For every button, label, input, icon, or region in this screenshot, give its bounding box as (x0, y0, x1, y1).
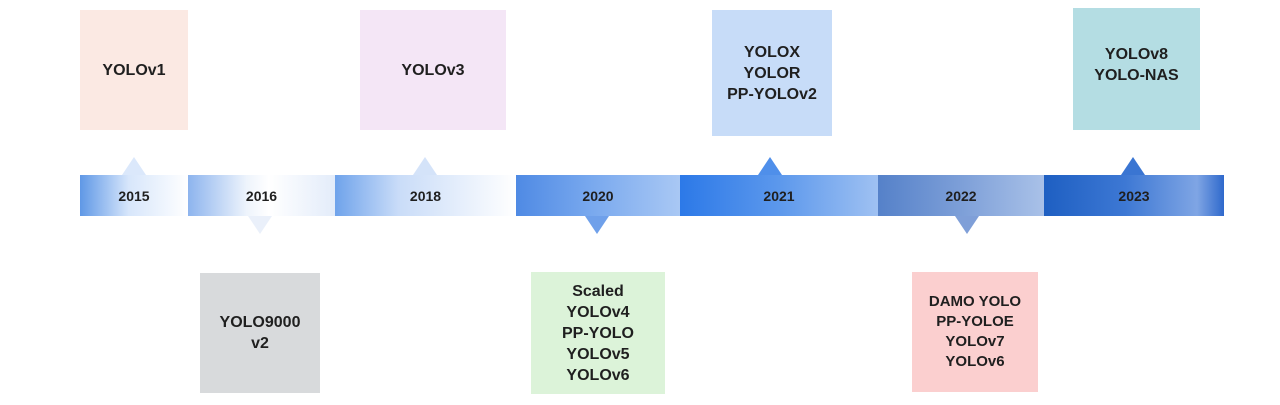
card-line: PP-YOLO (561, 324, 634, 342)
card-2022: DAMO YOLO PP-YOLOE YOLOv7 YOLOv6 (912, 272, 1038, 392)
card-2018: YOLOv3 (360, 10, 506, 130)
card-line: YOLO-NAS (1094, 67, 1179, 84)
year-label: 2020 (582, 187, 614, 204)
card-2020: Scaled YOLOv4 PP-YOLO YOLOv5 YOLOv6 (531, 272, 665, 394)
card-line: YOLOR (743, 64, 801, 82)
card-line: YOLO9000 (219, 314, 301, 331)
timeline-segment-2020: 2020 (516, 175, 680, 216)
pointer-2021 (758, 157, 782, 175)
timeline-segment-2015: 2015 (80, 175, 188, 216)
card-2016: YOLO9000 v2 (200, 273, 320, 393)
card-line: PP-YOLOv2 (727, 85, 817, 103)
card-line: v2 (251, 335, 269, 352)
year-label: 2018 (409, 187, 442, 204)
card-line: YOLOX (743, 43, 800, 61)
card-line: YOLOv5 (566, 345, 630, 363)
card-line: YOLOv8 (1104, 46, 1169, 63)
pointer-2022 (955, 216, 979, 234)
card-line: PP-YOLOE (936, 313, 1014, 330)
pointer-2023 (1121, 157, 1145, 175)
card-line: YOLOv3 (401, 61, 465, 79)
pointer-2018 (413, 157, 437, 175)
pointer-2015 (122, 157, 146, 175)
pointer-2020 (585, 216, 609, 234)
year-label: 2016 (245, 187, 278, 204)
card-line: YOLOv6 (566, 366, 630, 384)
year-label: 2023 (1118, 187, 1150, 204)
card-2021: YOLOX YOLOR PP-YOLOv2 (712, 10, 832, 136)
year-label: 2015 (118, 187, 150, 204)
card-2015: YOLOv1 (80, 10, 188, 130)
card-line: Scaled (572, 282, 624, 300)
timeline-segment-2022: 2022 (878, 175, 1044, 216)
card-line: DAMO YOLO (928, 293, 1022, 310)
year-label: 2022 (945, 187, 977, 204)
pointer-2016 (248, 216, 272, 234)
timeline-segment-2018: 2018 (335, 175, 516, 216)
card-line: YOLOv6 (945, 353, 1005, 370)
timeline-segment-2016: 2016 (188, 175, 335, 216)
card-2023: YOLOv8 YOLO-NAS (1073, 8, 1200, 130)
timeline-segment-2023: 2023 (1044, 175, 1224, 216)
card-line: YOLOv7 (945, 333, 1005, 350)
card-line: YOLOv4 (566, 303, 630, 321)
year-label: 2021 (763, 187, 795, 204)
timeline-segment-2021: 2021 (680, 175, 878, 216)
card-line: YOLOv1 (102, 61, 166, 79)
